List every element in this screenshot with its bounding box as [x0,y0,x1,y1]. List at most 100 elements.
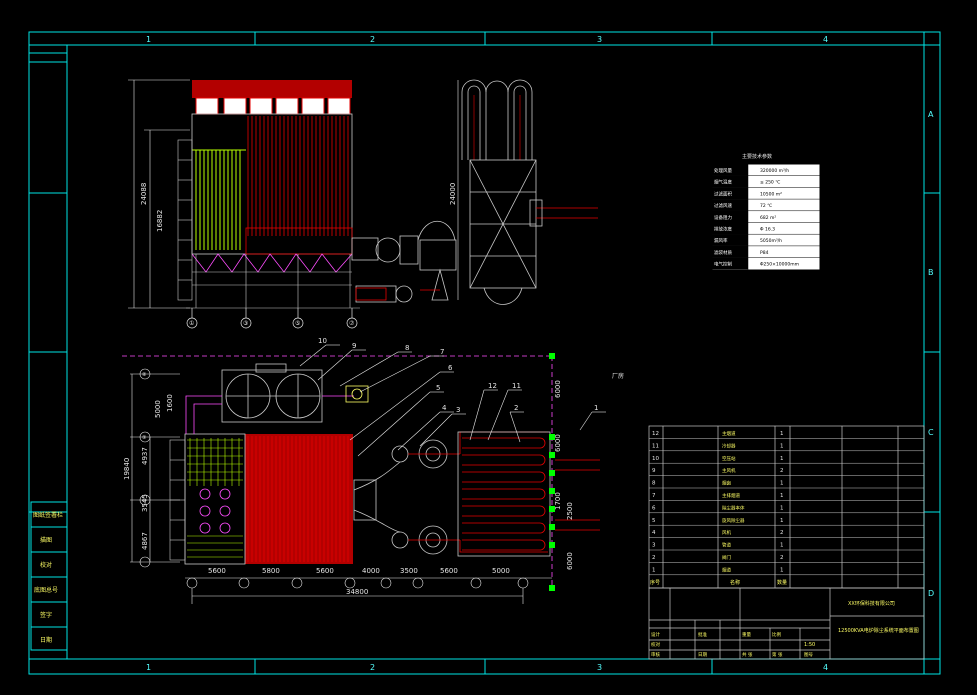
plan-axis-row-3: ⑩ [142,498,147,504]
plan-cooler-tubes [462,437,546,551]
plan-bottom-dim-6: 5600 [440,567,458,575]
spec-row-label: 电气控制 [714,261,732,268]
parts-row-qty: 2 [780,530,784,536]
plan-bottom-dim-4: 4000 [362,567,380,575]
side-stamp-cell-1: 图纸签署栏 [33,511,63,519]
plan-bottom-dim-7: 5000 [492,567,510,575]
side-stamp-cell-2: 描图 [40,536,52,544]
spec-row-label: 滤袋材质 [714,249,732,256]
parts-row-name: 烟囱 [722,480,731,487]
side-stamp-cell-4: 底图总号 [34,586,58,594]
title-cell-check: 校对 [651,641,660,648]
spec-row-label-cell [712,245,748,258]
spec-row-label: 过滤面积 [714,190,732,197]
parts-row-name: 管道 [722,542,731,549]
elev-hoppers [191,253,353,273]
plan-cooler-tube [462,488,546,500]
plan-left-stairs [169,439,186,561]
spec-row-value: 5050m³/h [760,238,782,244]
elev-filter-bags-green [192,149,246,250]
parts-header-no: 序号 [650,579,660,586]
parts-header-name: 名称 [730,579,740,586]
spec-row-value: 10500 m² [760,191,782,197]
parts-row-no: 3 [652,543,656,549]
plan-right-dim-1: 6000 [554,380,562,398]
side-stamp-cell-6: 日期 [40,636,52,644]
elev-axis-label-1: ① [189,320,194,327]
grid-col-2-top: 2 [370,35,375,44]
elev-dim-total-height: 24088 [140,183,148,205]
plan-view: ⑧ ⑨ ⑩ 19840 4937 3545 4867 5000 1600 [122,337,624,604]
plan-total-dim: 34800 [346,588,368,596]
spec-row-label: 排放浓度 [714,226,732,233]
plan-collector-green-grid [187,438,243,558]
title-block-drawing-title: 12500KVA电炉除尘系统平面布置图 [838,627,919,634]
plan-callout-leaders [299,344,606,457]
parts-row-qty: 1 [780,456,784,462]
spec-row-label-cell [712,210,748,223]
parts-row-qty: 1 [780,543,784,549]
spec-row-label: 设备阻力 [714,214,732,221]
plan-cooler-tube [462,505,546,517]
spec-row-label-cell [712,234,748,246]
grid-col-3-top: 3 [597,35,602,44]
callout-4: 4 [442,404,447,412]
grid-col-1-top: 1 [146,35,151,44]
title-block-company: XX环保科技有限公司 [848,600,895,607]
plan-bottom-dim-5: 3500 [400,567,418,575]
parts-header-qty: 数量 [777,579,787,586]
grid-row-c: C [928,428,934,437]
plan-collector-modules [199,488,231,534]
parts-row-no: 1 [652,567,656,573]
callout-5: 5 [436,384,440,392]
spec-row-label-cell [712,257,748,270]
plan-cooler-tube [462,539,546,551]
grid-row-d: D [928,589,934,598]
elev-support-frame [186,254,360,309]
elev-dim-stack-height: 24000 [449,183,457,205]
spec-row-label-cell [712,222,748,235]
plan-dim-depth-3: 4867 [141,532,149,550]
plan-bottom-dim-1: 5600 [208,567,226,575]
grid-col-4-top: 4 [823,35,828,44]
plan-stack-8 [345,385,369,403]
parts-row-qty: 1 [780,431,784,437]
side-stamp: 图纸签署栏 描图 校对 底图总号 签字 日期 [30,501,68,651]
spec-row-label: 处理风量 [714,167,732,174]
parts-row-qty: 1 [780,481,784,487]
parts-row-qty: 2 [780,468,784,474]
grid-col-2-bottom: 2 [370,663,375,672]
plan-bottom-dim-3: 5600 [316,567,334,575]
callout-8: 8 [405,344,409,352]
grid-col-1-bottom: 1 [146,663,151,672]
title-cell-approve: 批准 [698,631,707,638]
spec-row-value: P84 [760,250,769,256]
parts-row-name: 风机 [722,529,731,536]
elev-ductwork [351,221,457,303]
plan-cooler-tube [462,471,546,483]
plan-collector-red-section [245,434,353,564]
elev-axis-label-2: ③ [243,320,248,327]
elev-dim-body-height: 16882 [156,210,164,232]
spec-row-label: 烟气温度 [714,179,732,186]
spec-row-label-cell [712,187,748,200]
plan-bottom-axis [185,577,552,604]
spec-row-value: Φ250×10000mm [760,262,799,268]
parts-row-no: 9 [652,468,656,474]
plan-green-markers [549,353,555,591]
parts-row-no: 11 [652,443,659,449]
callout-11: 11 [512,382,521,390]
elev-roof-hatches [195,97,351,115]
elev-axis-markers [186,308,358,329]
parts-row-name: 旋风除尘器 [722,517,745,524]
callout-7: 7 [440,348,444,356]
spec-row-label-cell [712,175,748,188]
parts-row-no: 10 [652,456,659,462]
plan-right-dim-3: 1700 [554,492,562,510]
spec-row-label-cell [712,164,748,176]
elev-top-housing [192,80,352,98]
title-cell-drawing-no: 图号 [804,652,813,658]
